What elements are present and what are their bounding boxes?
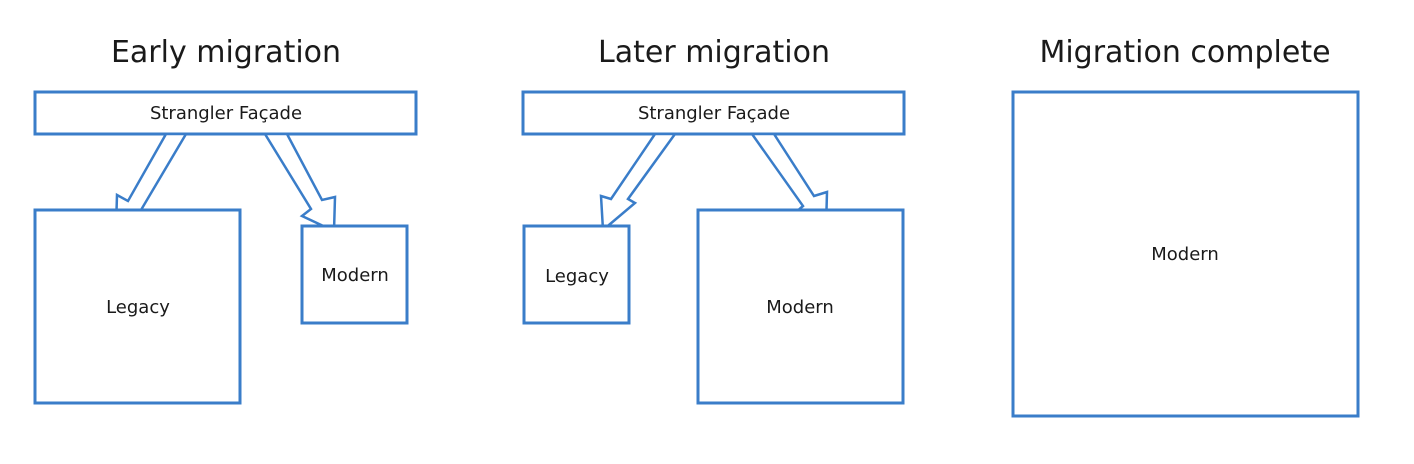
arrow-to-modern-icon (262, 132, 337, 233)
modern-label: Modern (1151, 244, 1219, 265)
legacy-box (33, 208, 242, 405)
strangler-facade-label: Strangler Façade (150, 103, 302, 124)
panel-early-migration: Early migration Strangler Façade Legacy … (33, 35, 418, 405)
legacy-label: Legacy (106, 297, 170, 318)
arrow-to-legacy-icon (599, 132, 678, 233)
panel-migration-complete: Migration complete Modern (1011, 35, 1360, 418)
panel-later-migration: Later migration Strangler Façade Legacy … (521, 35, 906, 405)
strangler-facade-label: Strangler Façade (638, 103, 790, 124)
strangler-facade-box (521, 90, 906, 136)
modern-box (696, 208, 905, 405)
legacy-label: Legacy (545, 266, 609, 287)
modern-label: Modern (321, 265, 389, 286)
panel-title: Migration complete (1039, 35, 1330, 70)
legacy-box (522, 224, 631, 325)
panel-title: Later migration (598, 35, 830, 70)
panel-title: Early migration (111, 35, 341, 70)
strangler-facade-box (33, 90, 418, 136)
modern-label: Modern (766, 297, 834, 318)
modern-box (300, 224, 409, 325)
modern-box (1011, 90, 1360, 418)
